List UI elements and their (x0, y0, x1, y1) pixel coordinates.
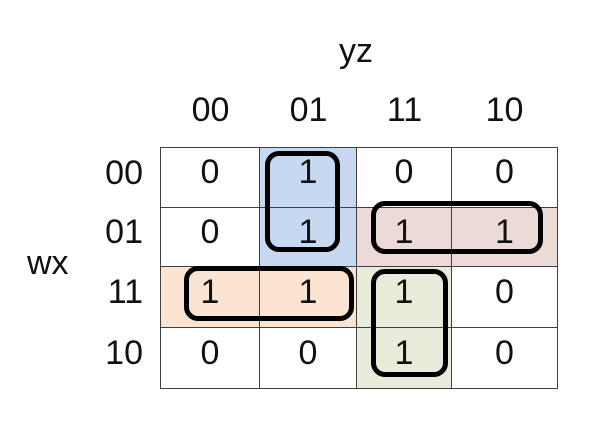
row-header: 10 (105, 333, 143, 372)
kmap-cell: 0 (452, 328, 557, 388)
kmap-cell: 1 (357, 208, 452, 267)
row-variable-label: wx (27, 244, 69, 282)
row-headers: 00 01 11 10 (85, 148, 143, 388)
column-headers: 00 01 11 10 (161, 88, 557, 132)
column-header: 01 (289, 91, 328, 129)
kmap-cell: 0 (357, 148, 452, 208)
row-header: 00 (105, 153, 143, 192)
kmap-cell: 1 (260, 267, 357, 328)
kmap-cell: 0 (452, 148, 557, 208)
kmap-cell: 0 (161, 208, 260, 267)
column-header: 11 (386, 91, 423, 129)
column-variable-label: yz (339, 32, 373, 70)
kmap-grid: 0 1 0 0 0 1 1 1 1 1 1 0 0 0 1 0 (160, 147, 558, 389)
kmap-cell: 1 (357, 328, 452, 388)
row-header: 11 (107, 273, 143, 311)
kmap-cell: 1 (357, 267, 452, 328)
kmap-cell: 1 (452, 208, 557, 267)
kmap-cell: 1 (260, 148, 357, 208)
column-header: 00 (191, 91, 230, 129)
kmap-cell: 0 (452, 267, 557, 328)
kmap-cell: 0 (161, 148, 260, 208)
row-header: 01 (105, 213, 143, 251)
kmap-cell: 1 (161, 267, 260, 328)
kmap-cell: 0 (161, 328, 260, 388)
column-header: 10 (485, 91, 524, 129)
kmap-cell: 0 (260, 328, 357, 388)
kmap-cell: 1 (260, 208, 357, 267)
